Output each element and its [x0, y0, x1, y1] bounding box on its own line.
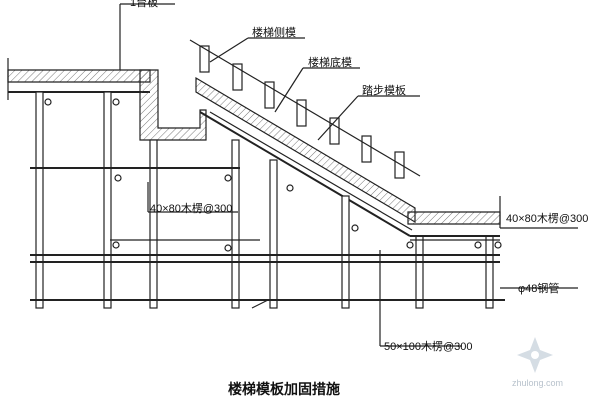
riser-form-1 [199, 45, 210, 73]
label-top-left: 1台板 [130, 0, 158, 9]
label-riser-form: 踏步模板 [362, 83, 406, 97]
riser-form-2 [232, 63, 243, 91]
label-steel-pipe: φ48钢管 [518, 281, 559, 295]
leader-lines [119, 3, 578, 347]
label-right-joist: 40×80木楞@300 [506, 211, 588, 225]
riser-form-4 [296, 99, 307, 127]
label-stair-bottom-form: 楼梯底模 [308, 55, 352, 69]
label-stair-side-form: 楼梯侧模 [252, 25, 296, 39]
top-slab [7, 58, 151, 100]
watermark: zhulong.com [512, 337, 563, 388]
watermark-text: zhulong.com [512, 378, 563, 388]
stair-bottom-form [199, 111, 413, 237]
horizontal-ledgers [30, 167, 505, 301]
riser-form-5 [329, 117, 340, 145]
riser-form-6 [361, 135, 372, 163]
vertical-supports [35, 91, 494, 309]
label-bottom-beam: 50×100木楞@300 [384, 339, 473, 353]
watermark-logo-icon [517, 337, 553, 373]
stair-slab [195, 76, 501, 225]
landing-concrete [139, 69, 207, 141]
riser-form-3 [264, 81, 275, 109]
riser-forms [189, 39, 421, 179]
pipe-clamps [44, 98, 502, 252]
riser-form-7 [394, 151, 405, 179]
label-left-joist: 40×80木楞@300 [150, 201, 232, 215]
diagram-title: 楼梯模板加固措施 [228, 381, 340, 397]
